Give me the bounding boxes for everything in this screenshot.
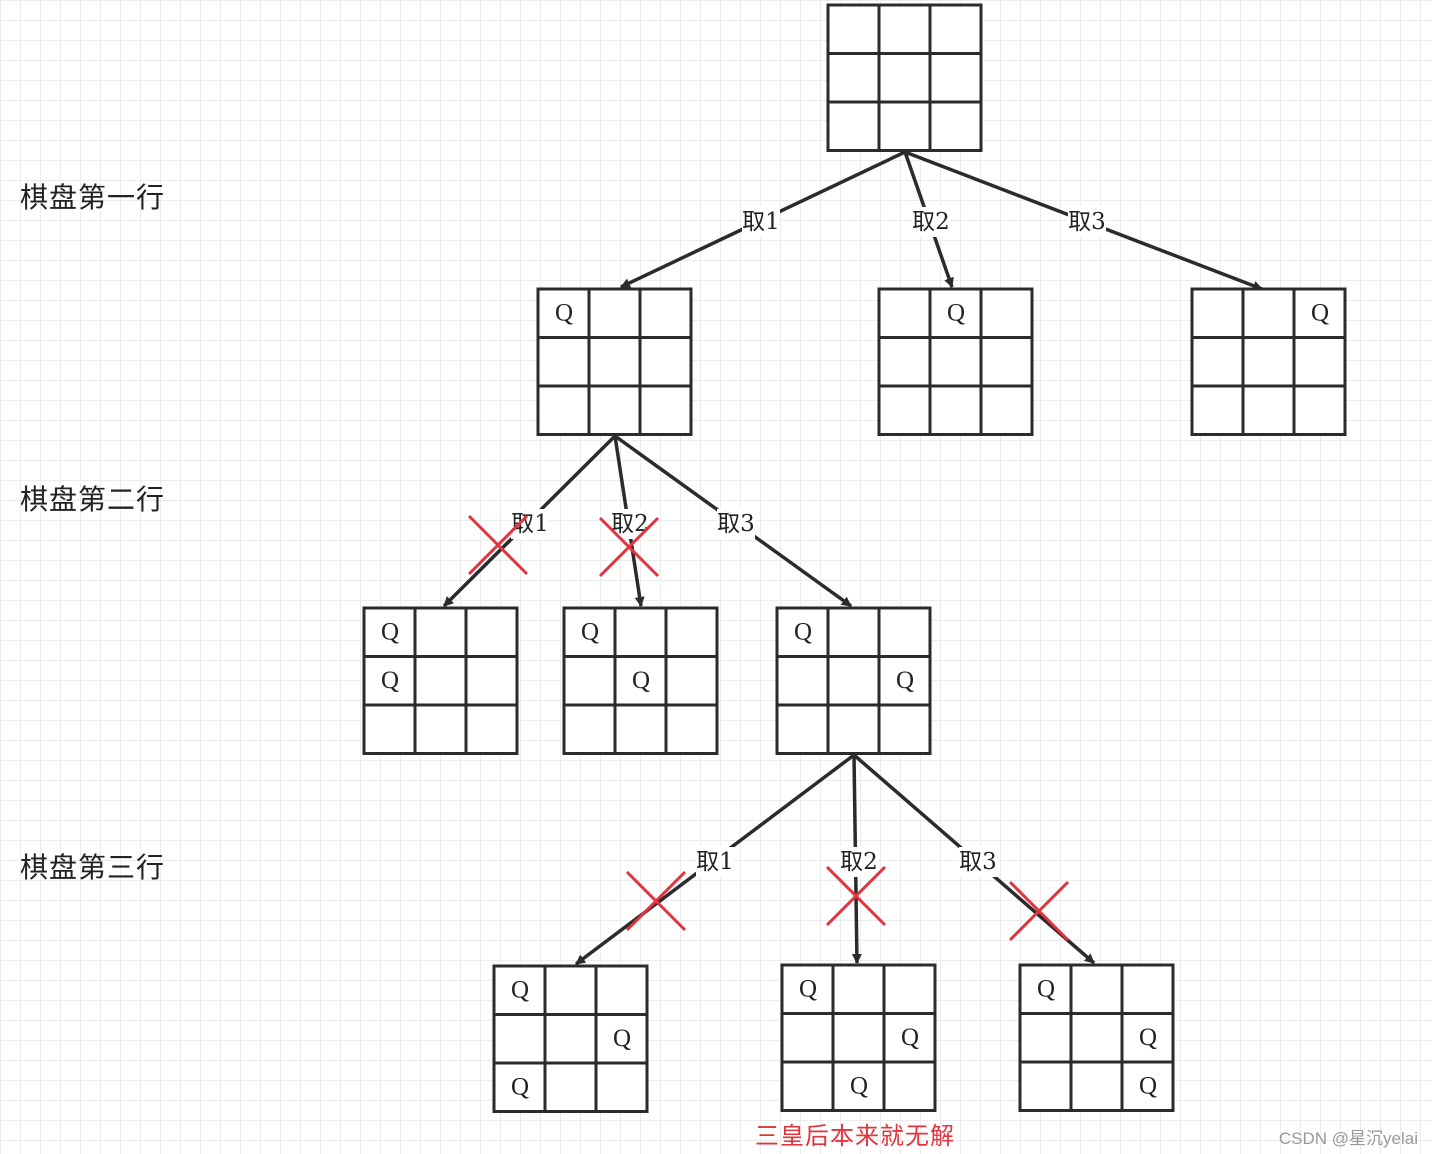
queen-marker: Q xyxy=(850,1073,868,1100)
queen-marker: Q xyxy=(794,619,812,646)
board-r1-c3: Q xyxy=(1190,287,1347,436)
prune-cross-stroke xyxy=(1008,880,1070,942)
edge-label: 取1 xyxy=(511,511,549,537)
queen-marker: Q xyxy=(896,667,914,694)
board-frame xyxy=(826,3,983,152)
queen-marker: Q xyxy=(511,977,529,1004)
edge-label-bg xyxy=(959,847,997,877)
prune-cross-stroke xyxy=(825,865,887,927)
board-frame xyxy=(1190,287,1347,436)
row-label-2: 棋盘第二行 xyxy=(20,483,166,516)
queen-marker: Q xyxy=(1037,976,1055,1003)
prune-crosses-layer xyxy=(467,514,1070,942)
queen-marker: Q xyxy=(1139,1073,1157,1100)
queen-marker: Q xyxy=(511,1074,529,1101)
board-r2-c3: QQ xyxy=(775,606,932,755)
edge-label-bg xyxy=(717,509,755,539)
queen-marker: Q xyxy=(1139,1024,1157,1051)
edge-label-bg xyxy=(1068,207,1106,237)
board-frame xyxy=(780,963,937,1112)
edge-label: 取3 xyxy=(959,849,997,875)
prune-cross-stroke xyxy=(598,516,660,578)
queen-marker: Q xyxy=(381,667,399,694)
prune-cross-icon xyxy=(598,516,660,578)
csdn-watermark: CSDN @星沉yelai xyxy=(1278,1129,1418,1148)
edge-label: 取1 xyxy=(742,209,780,235)
board-frame xyxy=(536,287,693,436)
queen-marker: Q xyxy=(1311,300,1329,327)
queen-marker: Q xyxy=(581,619,599,646)
queen-marker: Q xyxy=(799,976,817,1003)
board-r3-c1: Q Q Q xyxy=(492,964,649,1113)
board-r1-c1: Q xyxy=(536,287,693,436)
board-frame xyxy=(1018,963,1175,1112)
board-r2-c1: QQ xyxy=(362,606,519,755)
prune-cross-icon xyxy=(825,865,887,927)
board-frame xyxy=(362,606,519,755)
board-root xyxy=(826,3,983,152)
row-label-1: 棋盘第一行 xyxy=(20,181,166,214)
edge-label-bg xyxy=(696,847,734,877)
prune-cross-icon xyxy=(467,514,529,576)
edge-label-bg xyxy=(742,207,780,237)
board-r3-c3: QQQ xyxy=(1018,963,1175,1112)
queen-marker: Q xyxy=(632,667,650,694)
edge-label: 取3 xyxy=(717,511,755,537)
prune-cross-icon xyxy=(625,870,687,932)
board-frame xyxy=(562,606,719,755)
board-r1-c2: Q xyxy=(877,287,1034,436)
queen-marker: Q xyxy=(555,300,573,327)
prune-cross-stroke xyxy=(625,870,687,932)
board-frame xyxy=(877,287,1034,436)
queen-marker: Q xyxy=(901,1024,919,1051)
queen-marker: Q xyxy=(613,1025,631,1052)
prune-cross-icon xyxy=(1008,880,1070,942)
no-solution-note: 三皇后本来就无解 xyxy=(755,1122,955,1150)
edge-label: 取1 xyxy=(696,849,734,875)
board-r2-c2: QQ xyxy=(562,606,719,755)
edge-label: 取3 xyxy=(1068,209,1106,235)
row-label-3: 棋盘第三行 xyxy=(20,851,166,884)
edge-label-bg xyxy=(840,847,878,877)
queen-marker: Q xyxy=(947,300,965,327)
board-frame xyxy=(775,606,932,755)
board-frame xyxy=(492,964,649,1113)
queen-marker: Q xyxy=(381,619,399,646)
board-r3-c2: Q Q Q xyxy=(780,963,937,1112)
edge-label: 取2 xyxy=(840,849,878,875)
prune-cross-stroke xyxy=(467,514,529,576)
edge-label: 取2 xyxy=(912,209,950,235)
edges-layer xyxy=(442,150,1263,966)
edge-label-bg xyxy=(912,207,950,237)
